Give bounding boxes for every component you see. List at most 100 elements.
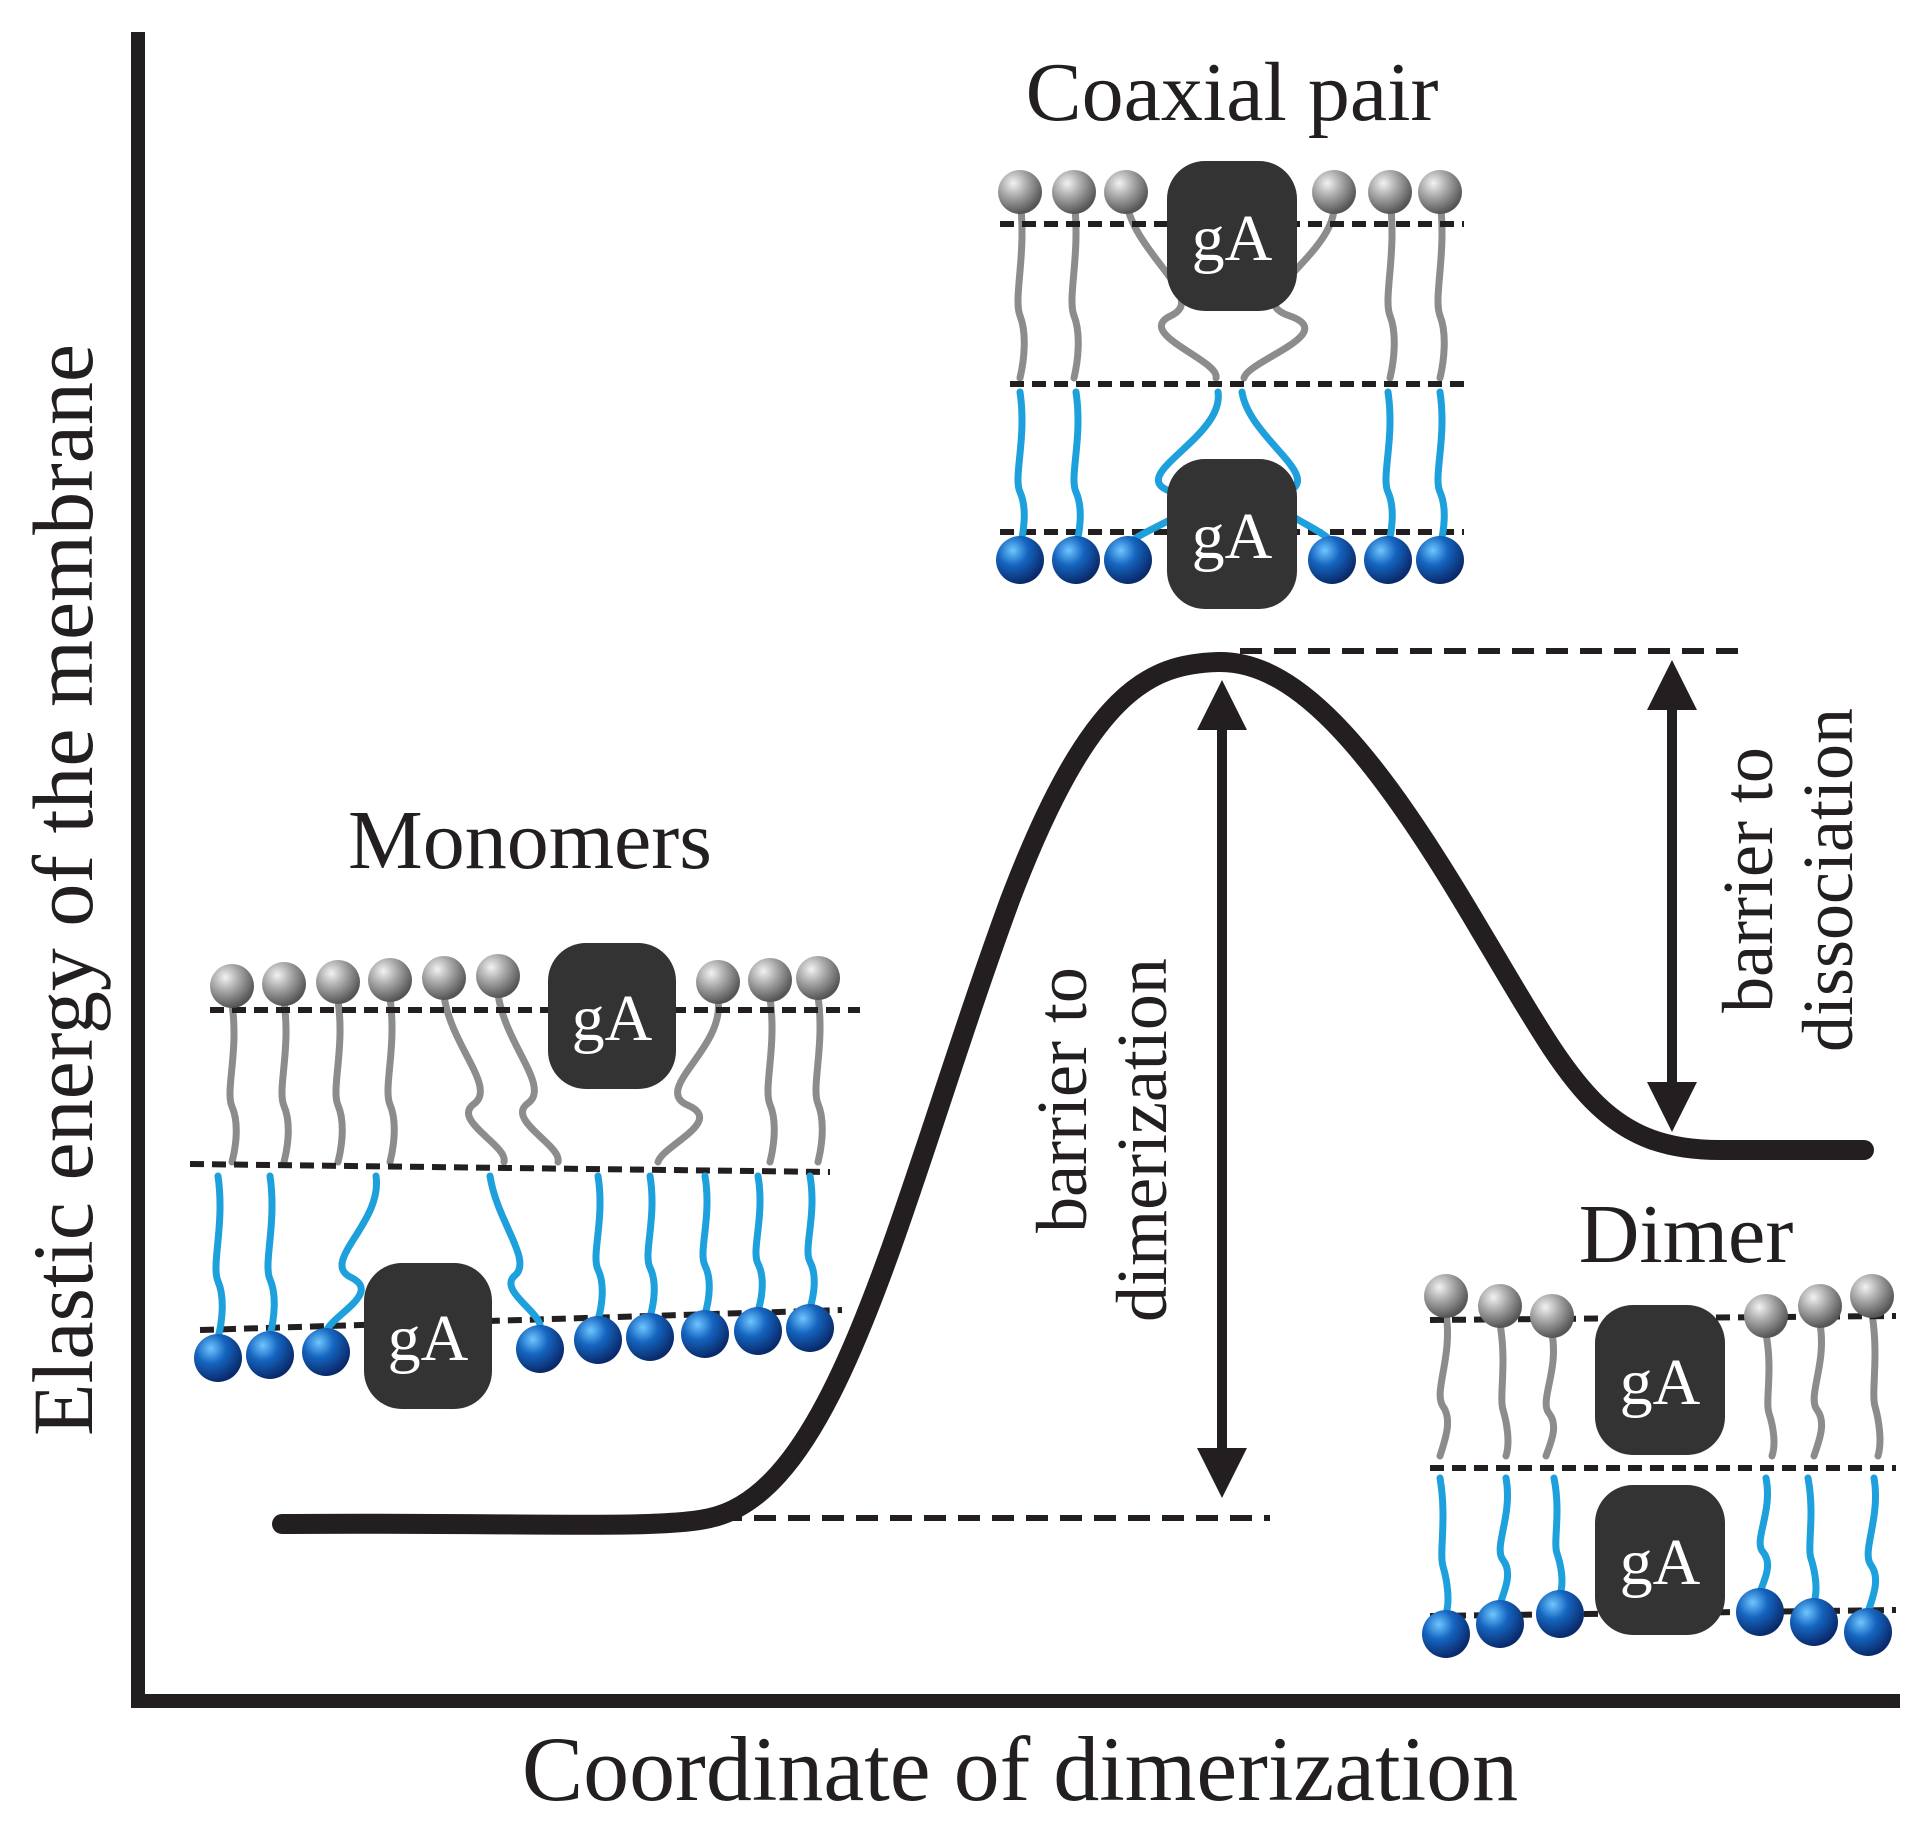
- monomers-membrane-illustration: gA gA: [189, 943, 860, 1409]
- top-lipid-head: [998, 170, 1042, 214]
- peptide-label: gA: [572, 982, 653, 1055]
- peptide-label: gA: [1192, 500, 1273, 573]
- top-lipid-head: [1424, 1274, 1468, 1318]
- bottom-lipid-tail: [486, 1172, 544, 1333]
- top-lipid-head: [422, 956, 466, 1000]
- bottom-lipid-head: [574, 1316, 622, 1364]
- bottom-lipid-tail: [1864, 1474, 1880, 1616]
- gA-peptide-top: gA: [1167, 161, 1297, 311]
- dissociation-barrier-label-line1: barrier to: [1708, 747, 1788, 1013]
- gA-peptide-top: gA: [1595, 1305, 1725, 1455]
- bottom-lipid-tail: [1496, 1474, 1512, 1608]
- gA-peptide-bottom: gA: [364, 1263, 492, 1409]
- bottom-lipid-tail: [1014, 388, 1028, 550]
- peptide-body: [1595, 1305, 1725, 1455]
- top-lipid-tail: [494, 990, 562, 1166]
- bottom-lipid-head: [1308, 536, 1356, 584]
- peptide-label: gA: [1620, 1346, 1701, 1419]
- peptide-body: [1167, 161, 1297, 311]
- monomers-title: Monomers: [348, 794, 712, 887]
- bottom-lipid-tail: [592, 1172, 606, 1324]
- bottom-lipid-tail: [212, 1172, 226, 1342]
- peptide-label: gA: [1620, 1526, 1701, 1599]
- top-lipid-head: [696, 960, 740, 1004]
- top-lipid-tail: [1436, 1310, 1452, 1460]
- top-lipid-tail: [1868, 1310, 1884, 1460]
- bottom-lipid-head: [1052, 536, 1100, 584]
- bottom-lipid-head: [1422, 1610, 1470, 1658]
- top-lipid-tail: [1496, 1320, 1512, 1460]
- bottom-lipid-tail: [322, 1172, 380, 1336]
- bottom-lipid-head: [681, 1310, 729, 1358]
- bottom-lipid-head: [246, 1331, 294, 1379]
- top-lipid-head: [1744, 1294, 1788, 1338]
- bottom-lipid-tail: [752, 1172, 766, 1315]
- top-lipid-tail: [278, 998, 292, 1166]
- bottom-headgroup-boundary: [199, 1307, 843, 1333]
- top-lipid-tail: [226, 1000, 240, 1166]
- gA-peptide-bottom: gA: [1595, 1485, 1725, 1635]
- bottom-lipid-tail: [1070, 388, 1084, 550]
- peptide-label: gA: [1192, 202, 1273, 275]
- top-lipid-tail: [1810, 1320, 1826, 1460]
- top-lipid-tail: [1240, 196, 1338, 382]
- bottom-lipid-head: [1416, 536, 1464, 584]
- top-lipid-tail: [1384, 196, 1398, 382]
- top-lipid-head: [1798, 1284, 1842, 1328]
- top-lipid-tail: [440, 992, 508, 1166]
- bottom-lipid-head: [1536, 1590, 1584, 1638]
- dimer-membrane-illustration: gA gA: [1422, 1274, 1897, 1658]
- bottom-lipid-tail: [264, 1172, 278, 1339]
- bottom-lipid-tail: [1550, 1474, 1566, 1598]
- gA-peptide-top: gA: [548, 943, 676, 1089]
- top-lipid-tail: [1762, 1330, 1778, 1460]
- bottom-lipid-head: [1364, 536, 1412, 584]
- peptide-body: [548, 943, 676, 1089]
- top-lipid-head: [262, 962, 306, 1006]
- coaxial-membrane-illustration: gA gA: [996, 161, 1470, 609]
- bottom-lipid-head: [734, 1307, 782, 1355]
- dimerization-barrier-label-line1: barrier to: [1022, 967, 1102, 1233]
- bottom-lipid-tail: [1434, 388, 1448, 550]
- bottom-lipid-tail: [699, 1172, 713, 1318]
- top-lipid-head: [316, 960, 360, 1004]
- bottom-lipid-head: [1790, 1598, 1838, 1646]
- bottom-lipid-head: [194, 1334, 242, 1382]
- dissociation-barrier-label-line2: dissociation: [1788, 708, 1868, 1052]
- top-lipid-head: [1530, 1294, 1574, 1338]
- energy-curve: [272, 651, 1874, 1535]
- bottom-lipid-tail: [1804, 1474, 1820, 1606]
- top-lipid-tail: [332, 996, 346, 1166]
- bottom-lipid-head: [1844, 1608, 1892, 1656]
- coaxial-title: Coaxial pair: [1026, 46, 1439, 139]
- bottom-lipid-tail: [1436, 1474, 1452, 1618]
- top-lipid-head: [476, 954, 520, 998]
- top-lipid-head: [210, 964, 254, 1008]
- top-lipid-tail: [1434, 196, 1448, 382]
- top-lipid-tail: [764, 994, 778, 1166]
- top-lipid-head: [1368, 170, 1412, 214]
- bottom-lipid-head: [516, 1325, 564, 1373]
- bottom-lipid-tail: [1756, 1474, 1772, 1596]
- bottom-lipid-head: [996, 536, 1044, 584]
- bottom-lipid-head: [1736, 1588, 1784, 1636]
- x-axis-label: Coordinate of dimerization: [522, 1718, 1518, 1820]
- bottom-lipid-head: [786, 1304, 834, 1352]
- peptide-body: [1167, 459, 1297, 609]
- peptide-label: gA: [388, 1302, 469, 1375]
- top-lipid-head: [748, 958, 792, 1002]
- bottom-lipid-tail: [644, 1172, 658, 1321]
- peptide-body: [1595, 1485, 1725, 1635]
- top-lipid-head: [1104, 170, 1148, 214]
- top-lipid-tail: [654, 996, 722, 1166]
- top-lipid-head: [796, 956, 840, 1000]
- top-lipid-head: [1418, 170, 1462, 214]
- top-lipid-head: [1312, 170, 1356, 214]
- dimer-title: Dimer: [1579, 1188, 1794, 1281]
- bottom-lipid-tail: [1382, 388, 1396, 550]
- top-lipid-tail: [812, 992, 826, 1166]
- y-axis-label: Elastic energy of the membrane: [15, 344, 111, 1436]
- bottom-lipid-tail: [804, 1172, 818, 1312]
- top-lipid-head: [1850, 1274, 1894, 1318]
